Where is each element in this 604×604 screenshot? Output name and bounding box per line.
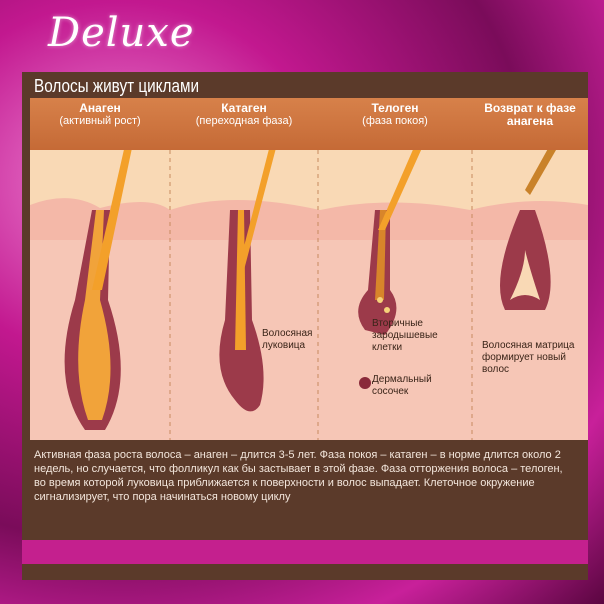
description-text: Активная фаза роста волоса – анаген – дл… [34,449,563,503]
catagen-follicle [219,145,276,412]
label-bulb: Волосяная луковица [262,328,313,351]
phase-name: Анаген [79,101,121,115]
phase-name: Катаген [221,101,267,115]
decorative-strip [22,540,588,564]
phase-telogen: Телоген(фаза покоя) [318,102,472,128]
phase-header: Анаген(активный рост) Катаген(переходная… [30,98,588,150]
hair-cycle-diagram: Волосяная луковица Вторичные зародышевые… [30,145,588,440]
label-matrix: Волосяная матрица формирует новый волос [482,340,575,375]
phase-name: Возврат к фазе анагена [484,101,576,128]
new-anagen-follicle [500,145,556,310]
label-papilla: Дермальный сосочек [372,374,432,397]
anagen-follicle [64,145,132,430]
page-title: Волосы живут циклами [34,76,200,96]
phase-return: Возврат к фазе анагена [480,102,580,128]
phase-sub: (переходная фаза) [195,115,293,127]
label-germ-cells: Вторичные зародышевые клетки [372,318,438,353]
telogen-follicle [358,145,422,389]
logo: Deluxe [48,10,195,56]
infographic-panel: Волосы живут циклами Анаген(активный рос… [22,72,588,580]
phase-catagen: Катаген(переходная фаза) [170,102,318,128]
phase-name: Телоген [371,101,419,115]
phase-sub: (фаза покоя) [362,115,428,127]
diagram-art [30,145,588,440]
phase-anagen: Анаген(активный рост) [30,102,170,128]
phase-sub: (активный рост) [59,115,141,127]
